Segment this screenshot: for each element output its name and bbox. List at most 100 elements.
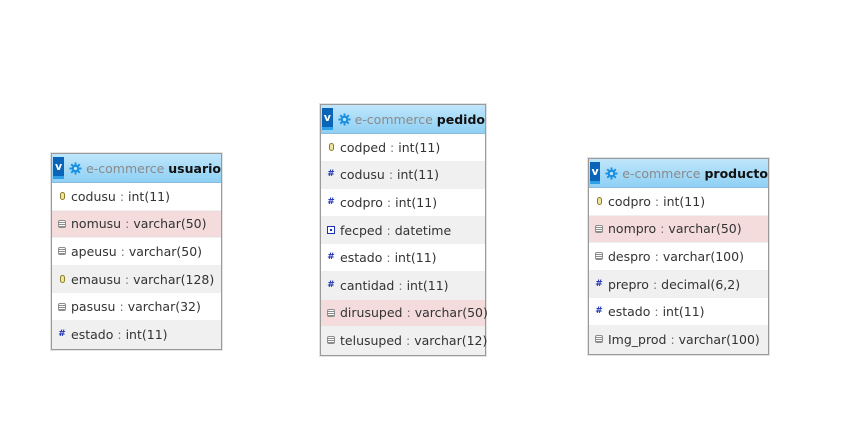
type-separator: :	[386, 250, 391, 266]
text-column-icon	[327, 308, 335, 317]
column-row[interactable]: codusu:int(11)	[52, 183, 221, 211]
type-separator: :	[654, 248, 659, 264]
type-separator: :	[654, 304, 659, 320]
column-type: varchar(50)	[133, 216, 207, 232]
column-row[interactable]: # estado:int(11)	[321, 244, 485, 272]
numeric-column-icon: #	[595, 306, 603, 317]
column-name: codpro	[340, 194, 383, 210]
column-type: varchar(32)	[127, 299, 201, 315]
column-name: prepro	[608, 276, 649, 292]
column-name: fecped	[340, 222, 383, 238]
type-separator: :	[124, 271, 130, 287]
column-type: int(11)	[128, 188, 170, 204]
type-separator: :	[120, 243, 125, 259]
type-separator: :	[405, 332, 411, 348]
column-type: int(11)	[397, 167, 439, 183]
table-name: pedido	[436, 111, 485, 127]
type-separator: :	[117, 326, 122, 342]
type-separator: :	[386, 222, 391, 238]
text-column-icon	[595, 252, 603, 261]
column-name: despro	[608, 248, 651, 264]
gear-icon[interactable]	[69, 161, 82, 175]
column-type: int(11)	[406, 277, 449, 293]
column-name: emausu	[71, 271, 121, 287]
column-type: varchar(100)	[662, 248, 744, 264]
column-row[interactable]: codped:int(11)	[321, 134, 485, 162]
column-name: estado	[608, 304, 651, 320]
type-separator: :	[670, 331, 675, 347]
column-row[interactable]: #prepro:decimal(6,2)	[589, 270, 768, 299]
column-row[interactable]: #codpro:int(11)	[321, 189, 485, 217]
type-separator: :	[125, 216, 130, 232]
numeric-column-icon: #	[327, 252, 335, 263]
type-separator: :	[390, 139, 395, 155]
column-row[interactable]: # estado:int(11)	[52, 320, 221, 349]
column-type: int(11)	[395, 194, 438, 210]
column-type: int(11)	[663, 193, 706, 209]
date-column-icon	[327, 226, 335, 235]
column-type: varchar(100)	[678, 331, 760, 347]
type-separator: :	[119, 188, 125, 204]
primary-key-icon	[327, 143, 335, 152]
column-row[interactable]: codpro:int(11)	[589, 188, 768, 216]
column-name: nomusu	[71, 216, 122, 232]
text-column-icon	[58, 247, 66, 256]
column-name: codusu	[340, 167, 385, 183]
column-name: dirusuped	[340, 305, 403, 321]
column-type: int(11)	[125, 326, 168, 342]
numeric-column-icon: #	[58, 328, 66, 339]
column-row[interactable]: #cantidad:int(11)	[321, 271, 485, 300]
column-row[interactable]: Img_prod:varchar(100)	[589, 325, 768, 354]
gear-icon[interactable]	[605, 166, 618, 180]
column-row[interactable]: pasusu:varchar(32)	[52, 293, 221, 321]
toggle-columns-button[interactable]: v	[590, 162, 601, 184]
column-row[interactable]: apeusu:varchar(50)	[52, 238, 221, 266]
numeric-column-icon: #	[327, 169, 335, 180]
column-row[interactable]: telusuped:varchar(12)	[321, 327, 488, 355]
table-name: producto	[704, 165, 768, 181]
column-name: apeusu	[71, 243, 117, 259]
toggle-columns-button[interactable]: v	[322, 108, 333, 130]
text-column-icon	[595, 335, 603, 344]
type-separator: :	[654, 193, 660, 209]
column-name: estado	[340, 250, 383, 266]
column-row[interactable]: emausu:varchar(128)	[52, 265, 221, 294]
column-type: int(11)	[394, 250, 437, 266]
database-name: e-commerce	[354, 111, 433, 127]
type-separator: :	[652, 276, 658, 292]
type-separator: :	[388, 167, 394, 183]
primary-key-icon	[58, 275, 66, 284]
column-name: estado	[71, 326, 114, 342]
numeric-column-icon: #	[327, 279, 335, 290]
type-separator: :	[119, 299, 124, 315]
column-type: varchar(50)	[414, 305, 488, 321]
toggle-columns-button[interactable]: v	[53, 157, 65, 179]
column-type: decimal(6,2)	[661, 276, 741, 292]
type-separator: :	[406, 305, 411, 321]
column-name: pasusu	[71, 299, 116, 315]
gear-icon[interactable]	[338, 112, 351, 126]
column-name: telusuped	[340, 332, 402, 348]
type-separator: :	[660, 221, 665, 237]
column-row[interactable]: fecped:datetime	[321, 216, 485, 245]
column-name: nompro	[608, 221, 657, 237]
text-column-icon	[327, 336, 335, 345]
table-name: usuario	[168, 160, 221, 176]
column-type: varchar(12)	[414, 332, 488, 348]
primary-key-icon	[58, 192, 66, 201]
column-row[interactable]: # codusu:int(11)	[321, 161, 485, 190]
column-row[interactable]: despro:varchar(100)	[589, 243, 768, 271]
column-row[interactable]: nompro:varchar(50)	[589, 215, 768, 244]
numeric-column-icon: #	[327, 196, 335, 207]
column-row[interactable]: dirusuped:varchar(50)	[321, 299, 488, 328]
column-row[interactable]: #estado:int(11)	[589, 298, 768, 326]
column-type: int(11)	[398, 139, 441, 155]
column-row[interactable]: nomusu:varchar(50)	[52, 210, 221, 239]
text-column-icon	[58, 302, 66, 311]
